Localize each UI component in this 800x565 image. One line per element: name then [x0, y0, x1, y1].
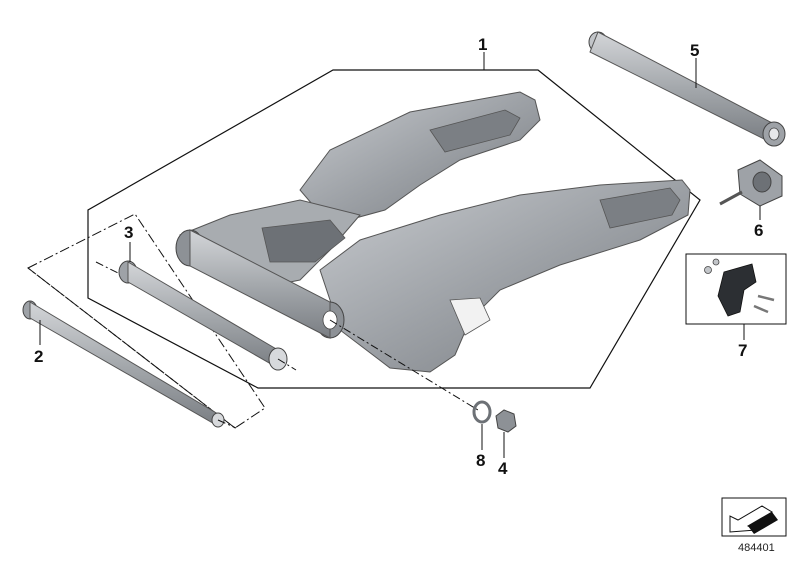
group-outline-1 [87, 69, 701, 389]
image-number: 484401 [738, 542, 775, 554]
bracket-part [704, 258, 775, 317]
callout-4[interactable]: 4 [498, 459, 508, 478]
callout-7[interactable]: 7 [738, 341, 748, 360]
washer-part [472, 400, 492, 424]
pivot-shaft-part [95, 260, 297, 371]
callout-1[interactable]: 1 [478, 35, 488, 54]
callout-3[interactable]: 3 [124, 223, 134, 242]
nut-part [495, 409, 517, 433]
axle-centerline [329, 319, 479, 411]
group-outline-2-3-inner [27, 267, 236, 429]
long-axle-part [22, 300, 237, 429]
callout-8[interactable]: 8 [476, 451, 486, 470]
orientation-arrow-icon [721, 497, 787, 537]
rear-axle-part [588, 31, 786, 147]
callout-6[interactable]: 6 [754, 221, 764, 240]
group-outline-2-3 [27, 213, 266, 429]
eccentric-adjuster-part [719, 159, 783, 207]
callout-5[interactable]: 5 [690, 41, 700, 60]
swing-arm-part [175, 91, 691, 373]
callout-2[interactable]: 2 [34, 347, 44, 366]
